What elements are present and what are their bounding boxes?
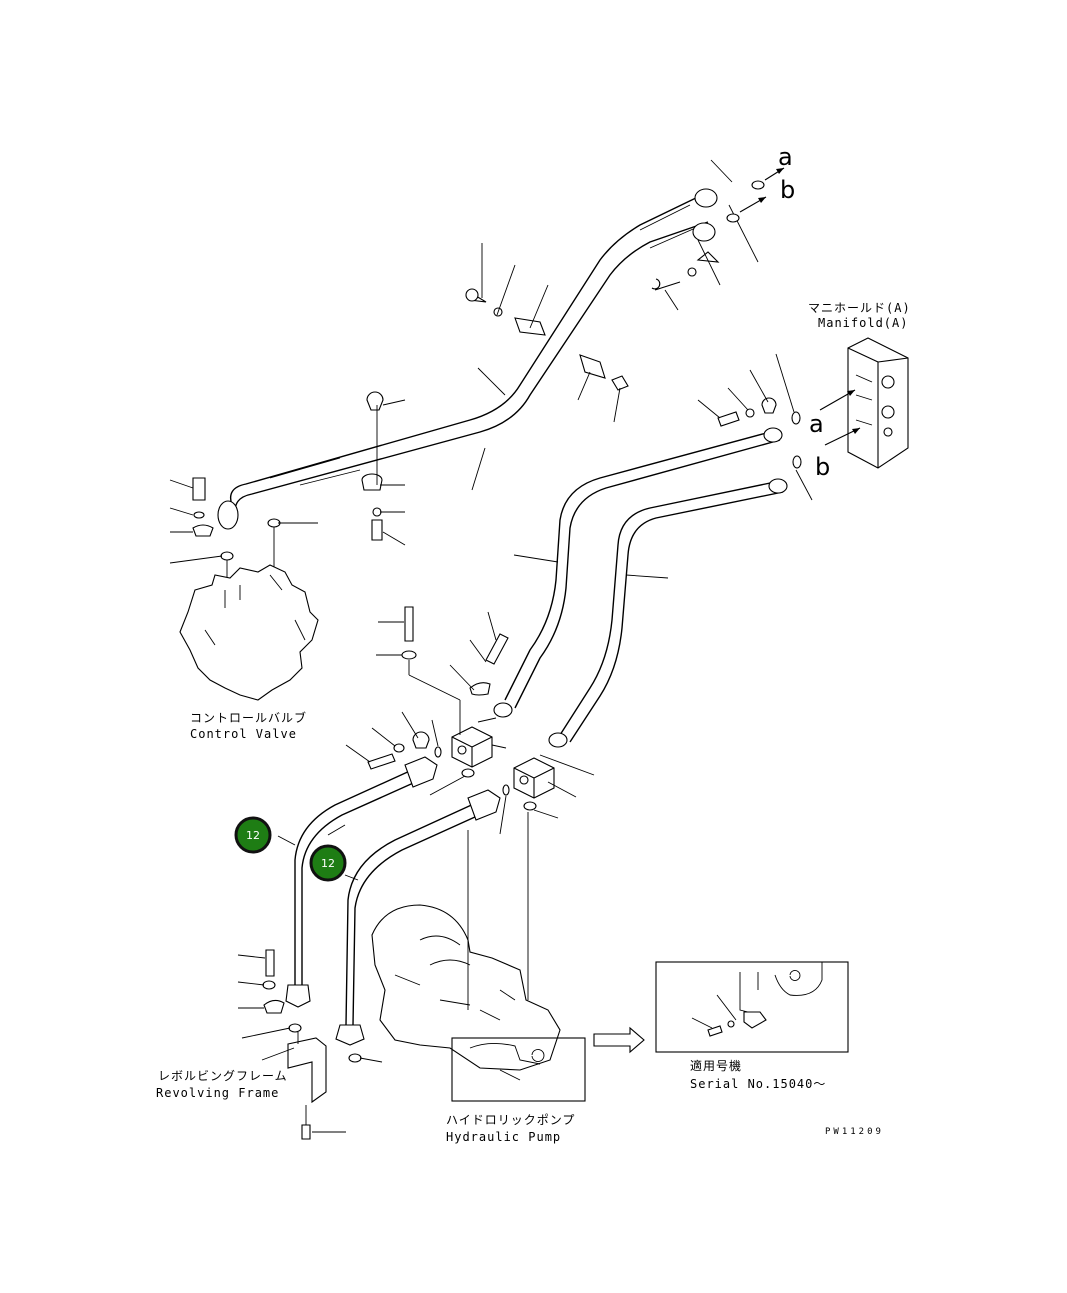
revolving-frame-group: レボルビングフレーム Revolving Frame xyxy=(156,1069,288,1100)
manifold-label-jp: マニホールド(A) xyxy=(808,301,911,315)
lower-hose-pair xyxy=(285,756,501,1046)
manifold-label-en: Manifold(A) xyxy=(818,316,908,330)
serial-detail-inset: 適用号機 Serial No.15040～ xyxy=(593,961,849,1091)
serial-label-en: Serial No.15040～ xyxy=(690,1077,826,1091)
revolving-frame-label-en: Revolving Frame xyxy=(156,1086,279,1100)
manifold-marker-b: b xyxy=(815,453,830,481)
lower-small-parts xyxy=(237,824,383,1140)
manifold-marker-a: a xyxy=(809,410,824,438)
upper-hose-fittings xyxy=(192,188,720,561)
callout-badge-1[interactable]: 12 xyxy=(234,816,272,854)
hydraulic-pump: ハイドロリックポンプ Hydraulic Pump xyxy=(371,812,586,1144)
top-connection-markers: a b xyxy=(726,143,795,223)
manifold-block: マニホールド(A) Manifold(A) a b xyxy=(791,301,911,481)
control-valve-label-en: Control Valve xyxy=(190,727,297,741)
pump-side-blocks xyxy=(367,606,555,811)
callout-number-2: 12 xyxy=(321,857,335,870)
upper-leader-lines xyxy=(169,159,759,595)
serial-label-jp: 適用号機 xyxy=(690,1058,742,1073)
hydraulic-pump-label-en: Hydraulic Pump xyxy=(446,1130,561,1144)
callout-badge-2[interactable]: 12 xyxy=(309,844,347,882)
top-marker-b: b xyxy=(780,176,795,204)
hydraulic-pump-label-jp: ハイドロリックポンプ xyxy=(446,1113,575,1127)
upper-hose-pair xyxy=(229,195,709,516)
drawing-code: PW11209 xyxy=(825,1127,884,1137)
revolving-frame-label-jp: レボルビングフレーム xyxy=(158,1069,288,1083)
callout-number-1: 12 xyxy=(246,829,260,842)
middle-leader-lines xyxy=(513,353,813,579)
control-valve-label-jp: コントロールバルブ xyxy=(190,710,307,725)
middle-hose-pair xyxy=(493,397,788,748)
top-marker-a: a xyxy=(778,143,793,171)
pump-side-leaders xyxy=(345,611,595,835)
control-valve: コントロールバルブ Control Valve xyxy=(179,564,319,741)
